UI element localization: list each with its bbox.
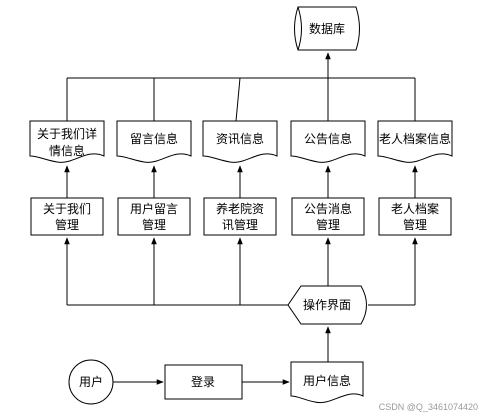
user-message-management-label: 用户留言	[130, 201, 178, 216]
operation-interface-label: 操作界面	[303, 297, 351, 312]
elder-archive-info-label: 老人档案信息	[379, 131, 451, 146]
about-us-info-label: 关于我们详	[37, 126, 97, 141]
about-us-management-label: 关于我们	[43, 201, 91, 216]
about-us-info-label: 情信息	[49, 143, 85, 158]
message-info-label: 留言信息	[130, 131, 178, 146]
elder-archive-management-label: 管理	[403, 217, 427, 232]
news-info-document: 资讯信息	[202, 120, 278, 163]
database-node: 数据库	[294, 6, 360, 51]
login-node: 登录	[164, 364, 243, 400]
login-label: 登录	[191, 374, 215, 389]
elder-archive-management-label: 老人档案	[391, 201, 439, 216]
user-info-node: 用户信息	[290, 361, 364, 404]
nursing-news-management-label: 讯管理	[222, 217, 258, 232]
notice-message-management-label: 公告消息	[304, 201, 352, 216]
watermark: CSDN @Q_3461074420	[379, 402, 478, 412]
about-us-management-label: 管理	[55, 217, 79, 232]
user-node: 用户	[68, 359, 114, 405]
operation-interface-node: 操作界面	[287, 285, 367, 325]
operation-to-module-lines	[64, 237, 418, 306]
news-info-label: 资讯信息	[216, 131, 264, 146]
module-to-doc-arrows	[64, 165, 418, 198]
user-info-label: 用户信息	[303, 373, 351, 388]
database-label: 数据库	[309, 21, 345, 36]
notice-message-management-label: 管理	[316, 217, 340, 232]
user-label: 用户	[79, 374, 103, 389]
elder-archive-info-document: 老人档案信息	[377, 120, 453, 163]
notice-info-document: 公告信息	[290, 120, 366, 163]
notice-info-label: 公告信息	[304, 131, 352, 146]
doc-to-db-lines	[66, 52, 416, 122]
nursing-news-management-label: 养老院资	[216, 201, 264, 216]
message-info-document: 留言信息	[116, 120, 192, 163]
user-message-management-label: 管理	[142, 217, 166, 232]
